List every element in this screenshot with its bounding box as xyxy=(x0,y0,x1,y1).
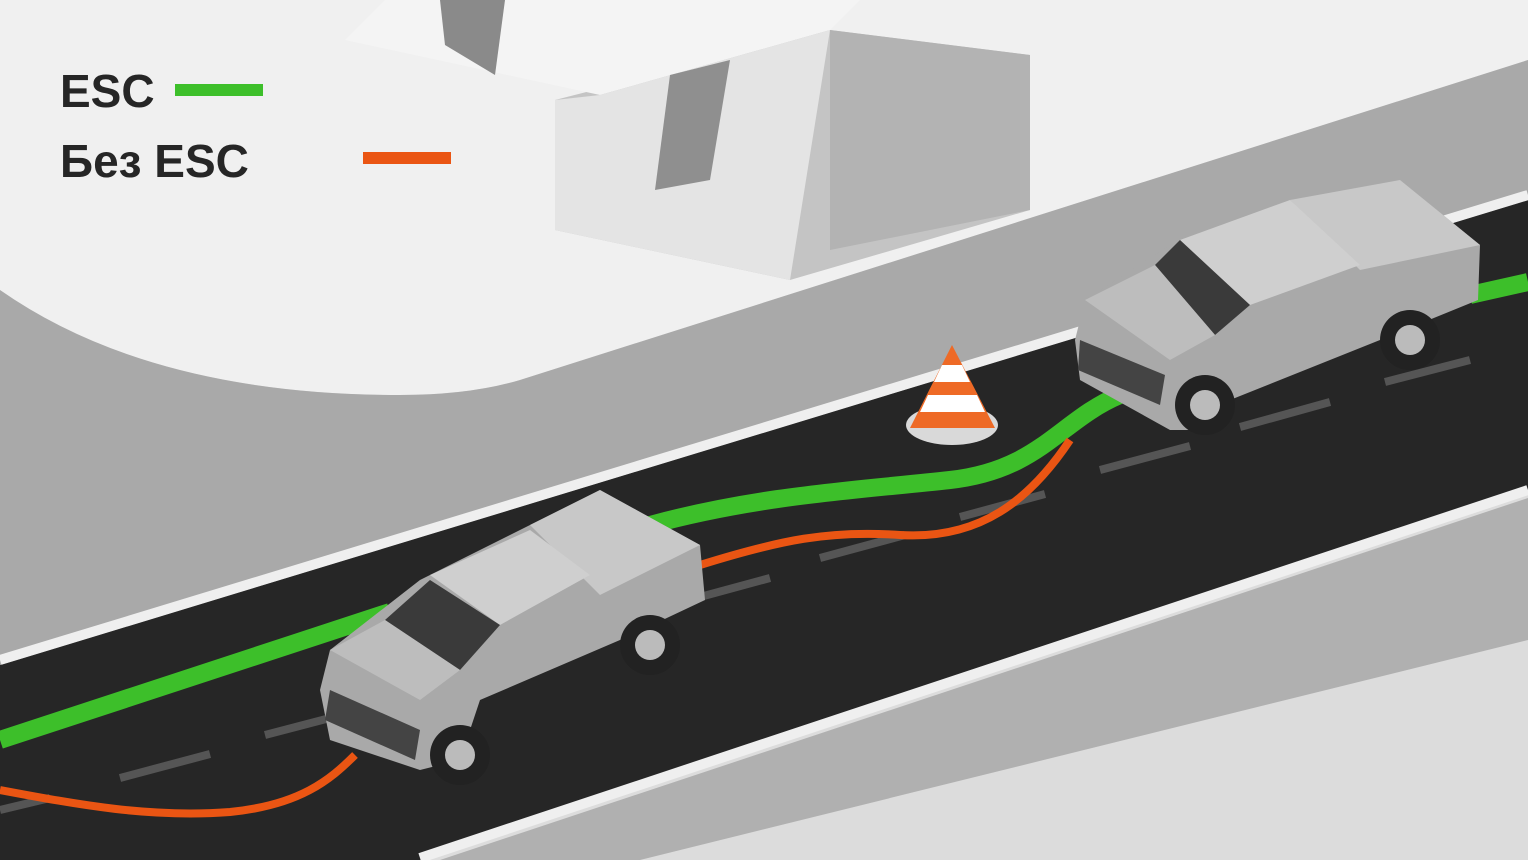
traffic-cone xyxy=(906,345,998,445)
legend-no-esc-label: Без ESC xyxy=(60,135,249,187)
no-esc-trajectory xyxy=(0,437,1074,818)
house xyxy=(345,0,1030,280)
sidewalk xyxy=(0,60,1528,665)
legend-no-esc-swatch xyxy=(363,152,451,164)
esc-trajectory xyxy=(0,273,1528,749)
legend-esc-label: ESC xyxy=(60,65,155,117)
legend-esc-swatch xyxy=(175,84,263,96)
pickup-truck-front xyxy=(320,490,705,785)
pickup-truck-rear xyxy=(1075,180,1480,435)
curb-bottom xyxy=(418,485,1528,860)
lane-markings xyxy=(0,356,1472,814)
